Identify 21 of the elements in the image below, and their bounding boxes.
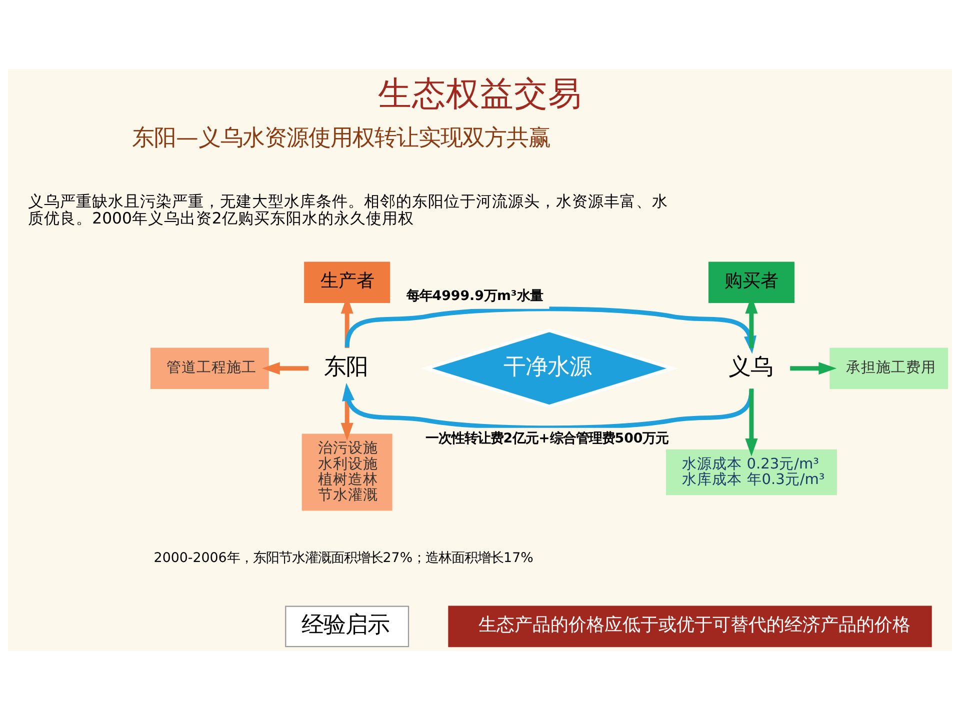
- node-box: 购买者: [708, 262, 794, 304]
- node-box: 治污设施 水利设施 植树造林 节水灌溉: [302, 434, 392, 511]
- label: 2000-2006年，东阳节水灌溉面积增长27%；造林面积增长17%: [154, 550, 534, 566]
- node-box: 生态产品的价格应低于或优于可替代的经济产品的价格: [448, 606, 932, 648]
- edge-label: 每年4999.9万m³水量: [406, 289, 543, 304]
- arrow: [790, 362, 837, 375]
- node-box: 经验启示: [285, 606, 410, 648]
- label: 东阳—义乌水资源使用权转让实现双方共赢: [132, 124, 550, 151]
- node-box: 承担施工费用: [830, 348, 948, 390]
- label: 义乌严重缺水且污染严重，无建大型水库条件。相邻的东阳位于河流源头，水资源丰富、水质优良。2000年义乌出资2亿购买东阳水的永久使用权: [28, 192, 668, 228]
- arrow: [262, 362, 308, 375]
- node-text: 义乌: [728, 354, 773, 380]
- arrow: [745, 388, 758, 456]
- node-box: 水源成本 0.23元/m³ 水库成本 年0.3元/m³: [666, 449, 837, 496]
- arrow: [340, 388, 354, 441]
- node-box: 管道工程施工: [150, 348, 269, 390]
- node-diamond: 干净水源: [420, 328, 678, 408]
- node-box: 生产者: [304, 262, 390, 304]
- diagram-title: 生态权益交易: [378, 74, 582, 113]
- edge-label: 一次性转让费2亿元+综合管理费500万元: [425, 431, 669, 446]
- node-text: 东阳: [324, 354, 368, 380]
